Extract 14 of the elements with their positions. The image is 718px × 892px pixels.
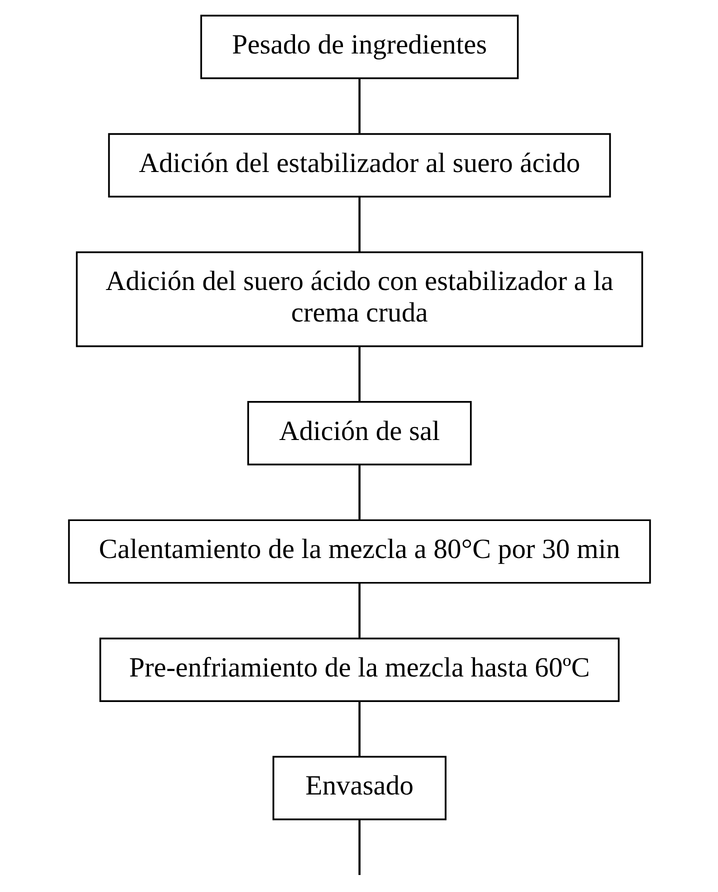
node-box: Adición del estabilizador al suero ácido (108, 133, 610, 198)
node-box: Adición del suero ácido con estabilizador a la crema cruda (75, 251, 643, 348)
connector (358, 702, 360, 756)
node-box: Adición de sal (246, 401, 472, 466)
connector (358, 465, 360, 520)
connector (358, 78, 360, 134)
node-box: Pesado de ingredientes (200, 14, 518, 80)
connector (358, 820, 360, 875)
node-box: Envasado (272, 756, 446, 820)
connector (358, 196, 360, 252)
node-box: Pre-enfriamiento de la mezcla hasta 60ºC (98, 638, 620, 702)
connector (358, 346, 360, 402)
connector (358, 583, 360, 638)
node-box: Calentamiento de la mezcla a 80°C por 30 min (68, 519, 650, 584)
